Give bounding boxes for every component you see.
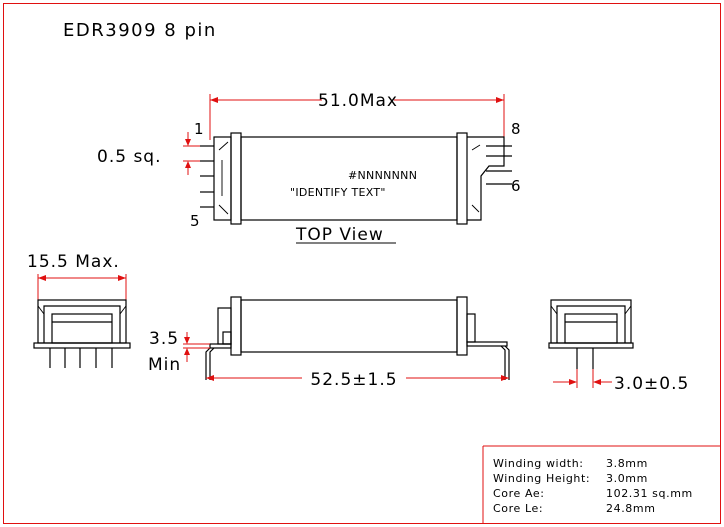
dim-span-label: 52.5±1.5 xyxy=(310,370,397,390)
spec-label: Winding Height: xyxy=(493,472,590,485)
spec-label: Core Ae: xyxy=(493,487,545,500)
marking-text: "IDENTIFY TEXT" xyxy=(290,186,386,199)
dim-standoff-min-label: Min xyxy=(148,355,181,375)
end-view-left: 15.5 Max. xyxy=(27,252,131,368)
dim-standoff-label: 3.5 xyxy=(149,329,179,349)
side-core-body xyxy=(240,299,458,353)
spec-value: 24.8mm xyxy=(606,502,656,515)
pin-1-label: 1 xyxy=(194,120,204,138)
top-view-caption: TOP View xyxy=(295,225,384,245)
dim-length-label: 51.0Max xyxy=(318,91,398,111)
dim-pin-size-label: 0.5 sq. xyxy=(97,147,162,167)
top-view: 51.0Max #NNNNNNN "IDENTIFY TEXT" 1 5 8 6 xyxy=(97,91,521,245)
marking-code: #NNNNNNN xyxy=(348,169,417,182)
dim-width-label: 15.5 Max. xyxy=(27,252,120,272)
spec-table: Winding width: 3.8mm Winding Height: 3.0… xyxy=(493,457,693,515)
dim-pitch-label: 3.0±0.5 xyxy=(614,374,689,394)
drawing-border xyxy=(3,3,721,524)
spec-label: Winding width: xyxy=(493,457,584,470)
side-view: 3.5 Min 52.5±1.5 xyxy=(148,296,510,390)
spec-value: 3.8mm xyxy=(606,457,648,470)
spec-value: 3.0mm xyxy=(606,472,648,485)
pin-5-label: 5 xyxy=(190,212,200,230)
spec-value: 102.31 sq.mm xyxy=(606,487,693,500)
pin-8-label: 8 xyxy=(511,120,521,138)
end-view-right: 3.0±0.5 xyxy=(548,299,689,394)
pin-6-label: 6 xyxy=(511,177,521,195)
spec-label: Core Le: xyxy=(493,502,543,515)
drawing-title: EDR3909 8 pin xyxy=(63,20,217,41)
